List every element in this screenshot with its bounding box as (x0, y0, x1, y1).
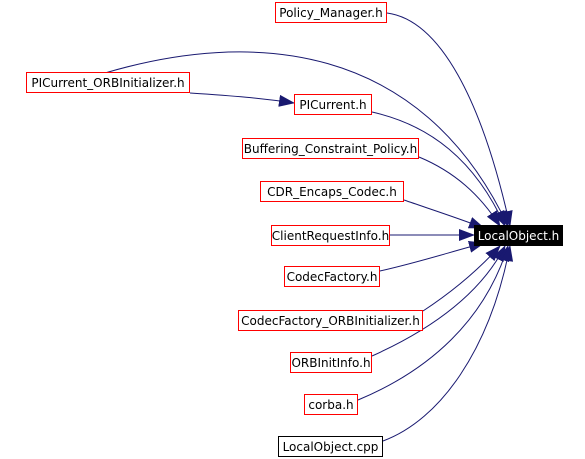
node-localobject-target: LocalObject.h (474, 225, 563, 246)
node-label: ORBInitInfo.h (291, 355, 371, 370)
edge-picurrent-orbinitializer-to-localobject (104, 51, 509, 227)
node-localobject-cpp[interactable]: LocalObject.cpp (278, 436, 383, 457)
node-label: CodecFactory_ORBInitializer.h (241, 313, 420, 328)
edge-corba-to-localobject (357, 245, 510, 401)
node-buffering-constraint-policy[interactable]: Buffering_Constraint_Policy.h (242, 138, 419, 159)
node-label: PICurrent_ORBInitializer.h (31, 75, 185, 90)
edge-orbinitinfo-to-localobject (371, 245, 506, 357)
node-label: corba.h (308, 397, 354, 412)
edge-buffering-to-localobject (418, 156, 501, 227)
node-policy-manager[interactable]: Policy_Manager.h (275, 2, 387, 23)
node-picurrent-orbinitializer[interactable]: PICurrent_ORBInitializer.h (26, 72, 190, 93)
edge-cdr-encaps-to-localobject (403, 199, 485, 229)
edge-policy-manager-to-localobject (386, 12, 513, 227)
edge-picurrent-orbinitializer-to-picurrent (189, 92, 295, 107)
edge-codecfactory-to-localobject (379, 241, 485, 272)
node-label: CodecFactory.h (286, 269, 378, 284)
node-label: Buffering_Constraint_Policy.h (243, 141, 418, 156)
node-codecfactory[interactable]: CodecFactory.h (284, 266, 380, 287)
node-picurrent[interactable]: PICurrent.h (294, 94, 372, 115)
edge-picurrent-to-localobject (371, 111, 506, 227)
node-label: CDR_Encaps_Codec.h (267, 184, 397, 199)
node-clientrequestinfo[interactable]: ClientRequestInfo.h (271, 225, 390, 246)
node-corba[interactable]: corba.h (304, 394, 358, 415)
node-label: LocalObject.cpp (282, 439, 379, 454)
node-label: ClientRequestInfo.h (271, 228, 390, 243)
node-codecfactory-orbinitializer[interactable]: CodecFactory_ORBInitializer.h (238, 310, 423, 331)
node-cdr-encaps-codec[interactable]: CDR_Encaps_Codec.h (260, 181, 404, 202)
node-orbinitinfo[interactable]: ORBInitInfo.h (290, 352, 372, 373)
node-label: LocalObject.h (477, 228, 560, 243)
edge-localobject-cpp-to-localobject (382, 245, 514, 442)
node-label: PICurrent.h (299, 97, 367, 112)
node-label: Policy_Manager.h (279, 5, 383, 20)
